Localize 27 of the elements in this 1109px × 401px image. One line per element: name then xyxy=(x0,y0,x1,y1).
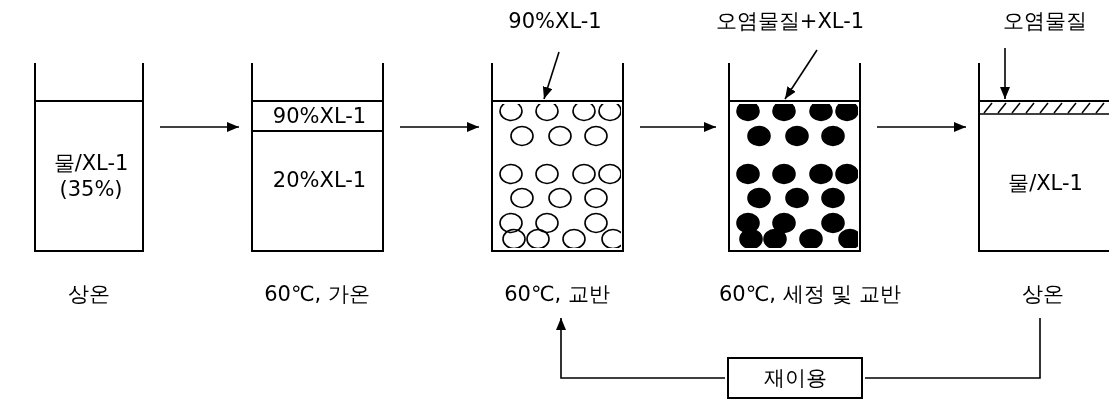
condition-caption: 상온 xyxy=(1022,281,1064,307)
liquid-label: 20%XL-1 xyxy=(271,167,368,193)
leader-arrow xyxy=(1000,47,1010,100)
leader-arrow xyxy=(542,51,560,100)
condition-caption: 60℃, 가온 xyxy=(264,281,370,307)
beaker xyxy=(978,63,1109,252)
material-label: 오염물질 xyxy=(1003,8,1087,34)
arrow xyxy=(159,122,240,132)
material-label: 오염물질+XL-1 xyxy=(715,8,865,34)
liquid-label: 90%XL-1 xyxy=(271,103,368,129)
arrow xyxy=(639,122,717,132)
condition-caption: 60℃, 교반 xyxy=(504,281,610,307)
process-box: 재이용 xyxy=(727,357,863,399)
liquid-label: 물/XL-1 (35%) xyxy=(52,150,130,202)
leader-arrow xyxy=(784,49,818,100)
arrow xyxy=(556,317,726,379)
beaker xyxy=(728,63,861,252)
connector-line xyxy=(864,317,1041,379)
beaker xyxy=(491,63,624,252)
beaker xyxy=(251,63,384,252)
condition-caption: 60℃, 세정 및 교반 xyxy=(719,281,901,307)
condition-caption: 상온 xyxy=(68,281,110,307)
arrow xyxy=(876,122,967,132)
beaker xyxy=(34,63,144,252)
liquid-label: 물/XL-1 xyxy=(1007,170,1084,196)
arrow xyxy=(399,122,480,132)
material-label: 90%XL-1 xyxy=(508,8,602,34)
